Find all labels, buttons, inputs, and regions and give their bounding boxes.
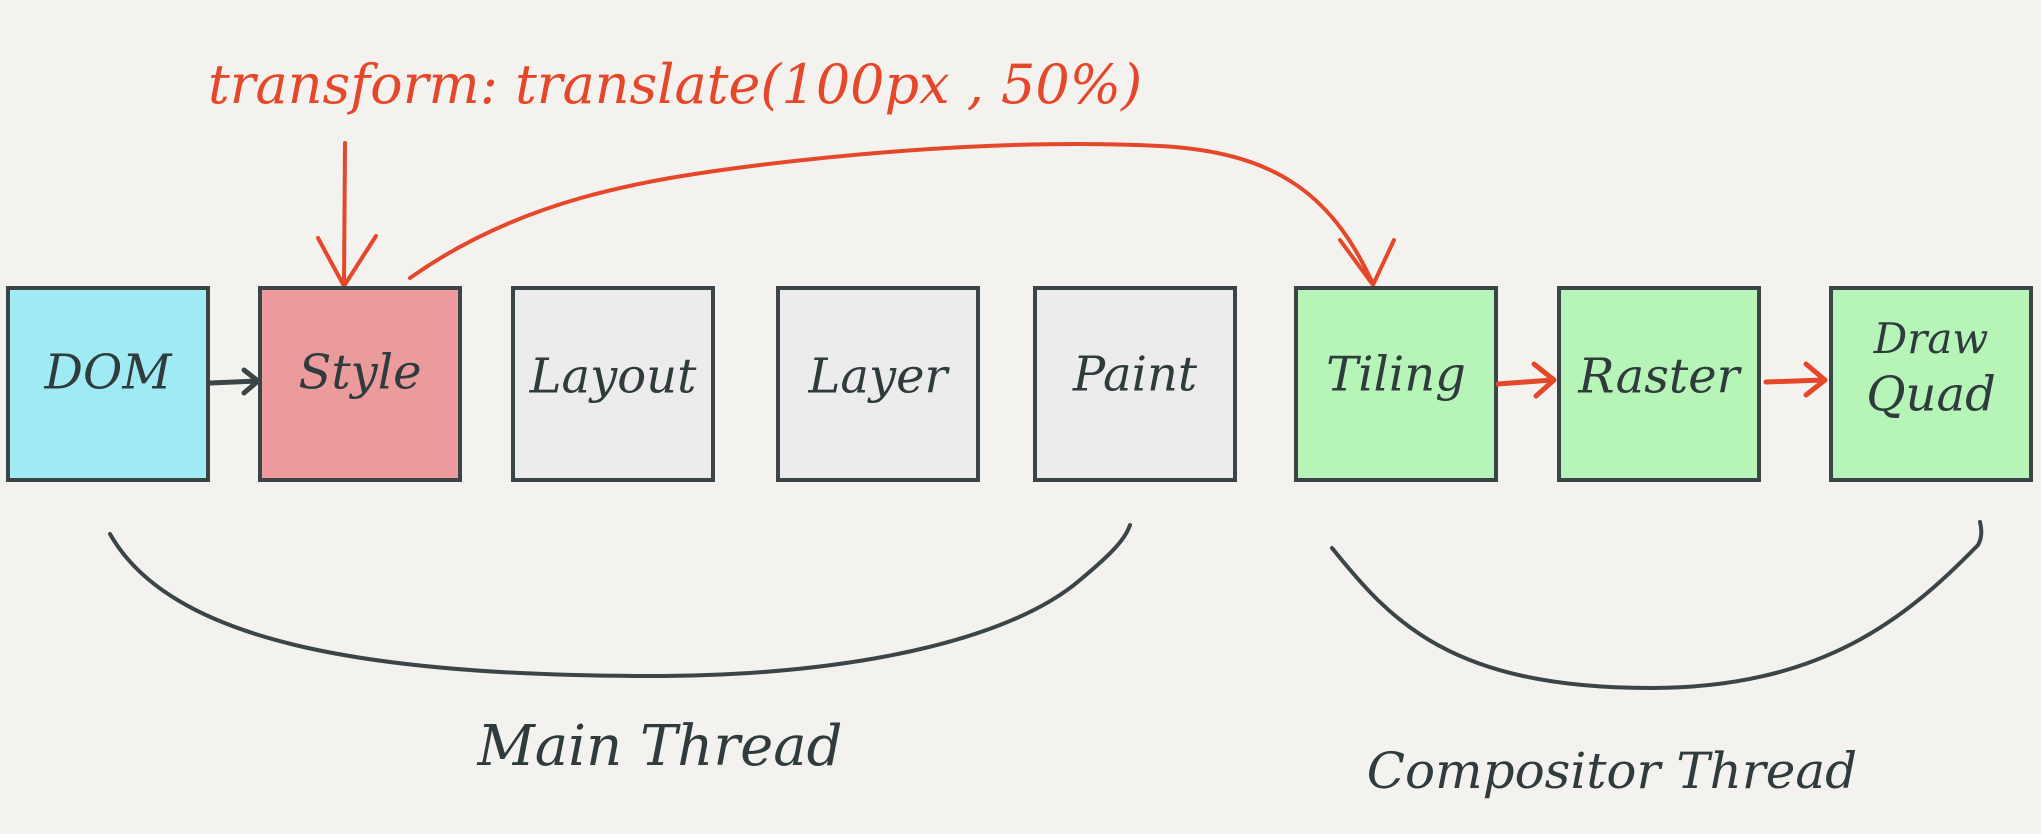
compositor-thread-label: Compositor Thread: [1367, 742, 1857, 800]
compositor-thread-bracket: [1330, 520, 1984, 691]
annotation-text: transform: translate(100px , 50%): [208, 53, 1142, 116]
stage-label-draw: Draw: [1873, 314, 1989, 363]
stage-box: [776, 286, 980, 482]
skip-arrow-head: [1338, 238, 1396, 287]
arrow-tiling-to-raster: [1495, 377, 1555, 387]
stage-box: [1557, 286, 1761, 482]
stage-label-paint: Paint: [1072, 347, 1198, 403]
stage-dom: DOM: [6, 286, 210, 482]
stage-box: [6, 286, 210, 482]
main-thread-label: Main Thread: [476, 714, 842, 779]
arrow-raster-to-drawquad-head: [1803, 361, 1828, 398]
stage-label-style: Style: [298, 345, 421, 401]
annotation-arrow-head: [316, 234, 378, 288]
stage-layout: Layout: [511, 286, 715, 482]
arrow-tiling-to-raster-head: [1531, 361, 1557, 399]
stage-draw-quad: Draw Quad: [1829, 286, 2033, 482]
stage-label-quad: Quad: [1866, 367, 1996, 423]
stage-layer: Layer: [776, 286, 980, 482]
arrow-raster-to-drawquad: [1763, 377, 1826, 385]
stage-box: [511, 286, 715, 482]
stage-label-layout: Layout: [529, 349, 697, 405]
stage-label-raster: Raster: [1577, 349, 1742, 405]
annotation-arrow: [342, 141, 347, 286]
stage-label-dom: DOM: [44, 345, 174, 401]
stage-tiling: Tiling: [1294, 286, 1498, 482]
stage-box: [258, 286, 462, 482]
stage-box: [1829, 286, 2033, 482]
stage-style: Style: [258, 286, 462, 482]
arrow-dom-to-style-head: [241, 367, 261, 396]
skip-arrow: [408, 142, 1374, 284]
stage-box: [1033, 286, 1237, 482]
stage-raster: Raster: [1557, 286, 1761, 482]
arrow-dom-to-style: [207, 378, 261, 386]
stage-label-tiling: Tiling: [1326, 347, 1466, 403]
stage-paint: Paint: [1033, 286, 1237, 482]
stage-box: [1294, 286, 1498, 482]
stage-label-layer: Layer: [808, 349, 951, 405]
main-thread-bracket: [108, 523, 1132, 679]
